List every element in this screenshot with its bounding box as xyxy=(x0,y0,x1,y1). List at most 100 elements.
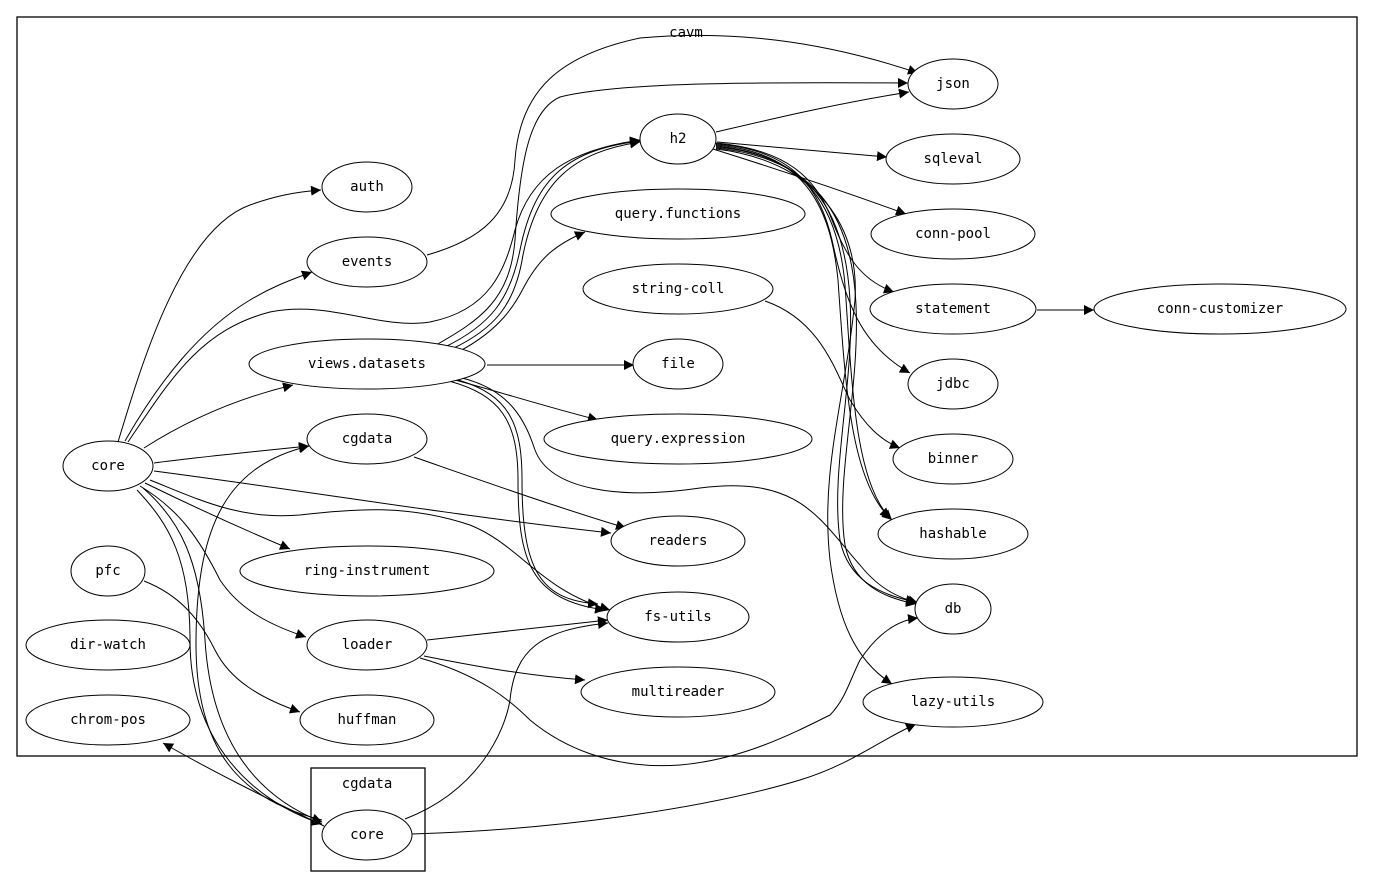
node-statement[interactable]: statement xyxy=(869,283,1037,335)
edge-core-cg-core-2 xyxy=(136,489,323,826)
node-label: query.functions xyxy=(615,206,741,222)
node-ellipse xyxy=(639,113,717,165)
node-views-datasets[interactable]: views.datasets xyxy=(248,338,486,390)
edge-views-datasets-query-expression xyxy=(454,379,599,423)
node-lazy-utils[interactable]: lazy-utils xyxy=(862,676,1044,728)
edge-events-json xyxy=(426,34,919,256)
node-binner[interactable]: binner xyxy=(892,433,1014,485)
edge-h2-jdbc xyxy=(715,143,911,374)
node-fs-utils[interactable]: fs-utils xyxy=(606,591,750,643)
edge-core-views-datasets xyxy=(143,382,294,449)
node-huffman[interactable]: huffman xyxy=(299,694,435,746)
node-loader[interactable]: loader xyxy=(306,619,428,671)
node-chrom-pos[interactable]: chrom-pos xyxy=(25,694,191,746)
node-ellipse xyxy=(25,694,191,746)
node-label: lazy-utils xyxy=(911,694,995,710)
node-string-coll[interactable]: string-coll xyxy=(582,263,774,315)
edge-h2-conn-pool xyxy=(712,148,907,216)
node-ellipse xyxy=(543,413,813,465)
node-label: huffman xyxy=(337,712,396,728)
node-core[interactable]: core xyxy=(62,440,154,492)
node-label: loader xyxy=(342,637,393,653)
edge-h2-lazy-utils xyxy=(715,148,893,685)
node-h2[interactable]: h2 xyxy=(639,113,717,165)
node-label: string-coll xyxy=(632,281,725,297)
edge-loader-db xyxy=(419,614,919,767)
node-query-functions[interactable]: query.functions xyxy=(550,188,806,240)
node-label: pfc xyxy=(95,563,120,579)
node-query-expression[interactable]: query.expression xyxy=(543,413,813,465)
node-label: fs-utils xyxy=(644,609,711,625)
edge-views-datasets-json xyxy=(435,77,909,346)
edge-core-readers xyxy=(153,470,612,537)
node-label: multireader xyxy=(632,684,725,700)
node-label: h2 xyxy=(670,131,687,147)
edge-views-datasets-query-functions xyxy=(457,231,586,353)
node-ellipse xyxy=(632,338,724,390)
edge-core-h2 xyxy=(127,136,641,443)
node-ellipse xyxy=(306,236,428,288)
edge-cgdata-readers xyxy=(413,456,627,530)
node-file[interactable]: file xyxy=(632,338,724,390)
cluster-cavm-box xyxy=(16,16,1358,757)
node-ellipse xyxy=(550,188,806,240)
node-ellipse xyxy=(321,161,413,213)
edge-core-auth xyxy=(117,185,322,443)
edge-core-fs-utils xyxy=(149,479,611,613)
node-sqleval[interactable]: sqleval xyxy=(885,133,1021,185)
node-ellipse xyxy=(321,809,413,861)
edge-core-events xyxy=(124,270,313,442)
node-cgdata[interactable]: cgdata xyxy=(306,413,428,465)
node-label: file xyxy=(661,356,695,372)
node-ring-instrument[interactable]: ring-instrument xyxy=(239,545,495,597)
node-cg-core[interactable]: core xyxy=(321,809,413,861)
node-events[interactable]: events xyxy=(306,236,428,288)
node-jdbc[interactable]: jdbc xyxy=(907,358,999,410)
edge-cg-core-chrom-pos xyxy=(162,742,325,827)
cluster-cgdata-label: cgdata xyxy=(342,776,393,792)
edge-core-cg-core-1 xyxy=(142,487,323,824)
node-ellipse xyxy=(582,263,774,315)
node-hashable[interactable]: hashable xyxy=(877,508,1029,560)
cluster-cavm: cavm xyxy=(16,16,1358,757)
node-readers[interactable]: readers xyxy=(610,515,746,567)
node-conn-pool[interactable]: conn-pool xyxy=(870,208,1036,260)
node-ellipse xyxy=(892,433,1014,485)
edge-core-loader xyxy=(139,485,307,639)
node-label: binner xyxy=(928,451,979,467)
node-json[interactable]: json xyxy=(907,58,999,110)
edge-views-datasets-db xyxy=(461,377,919,606)
node-label: db xyxy=(945,601,962,617)
node-ellipse xyxy=(299,694,435,746)
node-label: readers xyxy=(648,533,707,549)
node-db[interactable]: db xyxy=(914,583,992,635)
edge-h2-db-1 xyxy=(715,146,917,605)
node-ellipse xyxy=(907,358,999,410)
node-auth[interactable]: auth xyxy=(321,161,413,213)
edge-string-coll-binner xyxy=(764,300,901,449)
edge-pfc-huffman xyxy=(143,580,301,714)
node-conn-customizer[interactable]: conn-customizer xyxy=(1093,283,1347,335)
node-ellipse xyxy=(25,619,191,671)
node-ellipse xyxy=(869,283,1037,335)
node-multireader[interactable]: multireader xyxy=(580,666,776,718)
node-label: statement xyxy=(915,301,991,317)
edge-views-datasets-h2-1 xyxy=(444,137,641,348)
node-label: conn-customizer xyxy=(1157,301,1283,317)
edges xyxy=(117,34,1094,835)
edge-h2-json xyxy=(715,88,910,133)
node-ellipse xyxy=(870,208,1036,260)
node-label: conn-pool xyxy=(915,226,991,242)
node-ellipse xyxy=(914,583,992,635)
node-dir-watch[interactable]: dir-watch xyxy=(25,619,191,671)
edge-views-datasets-fs-utils-2 xyxy=(457,379,599,609)
node-ellipse xyxy=(1093,283,1347,335)
node-label: auth xyxy=(350,179,384,195)
node-ellipse xyxy=(70,545,146,597)
edge-cg-core-fs-utils xyxy=(404,619,609,820)
edge-h2-sqleval xyxy=(716,141,888,162)
node-pfc[interactable]: pfc xyxy=(70,545,146,597)
node-label: core xyxy=(91,458,125,474)
node-ellipse xyxy=(580,666,776,718)
